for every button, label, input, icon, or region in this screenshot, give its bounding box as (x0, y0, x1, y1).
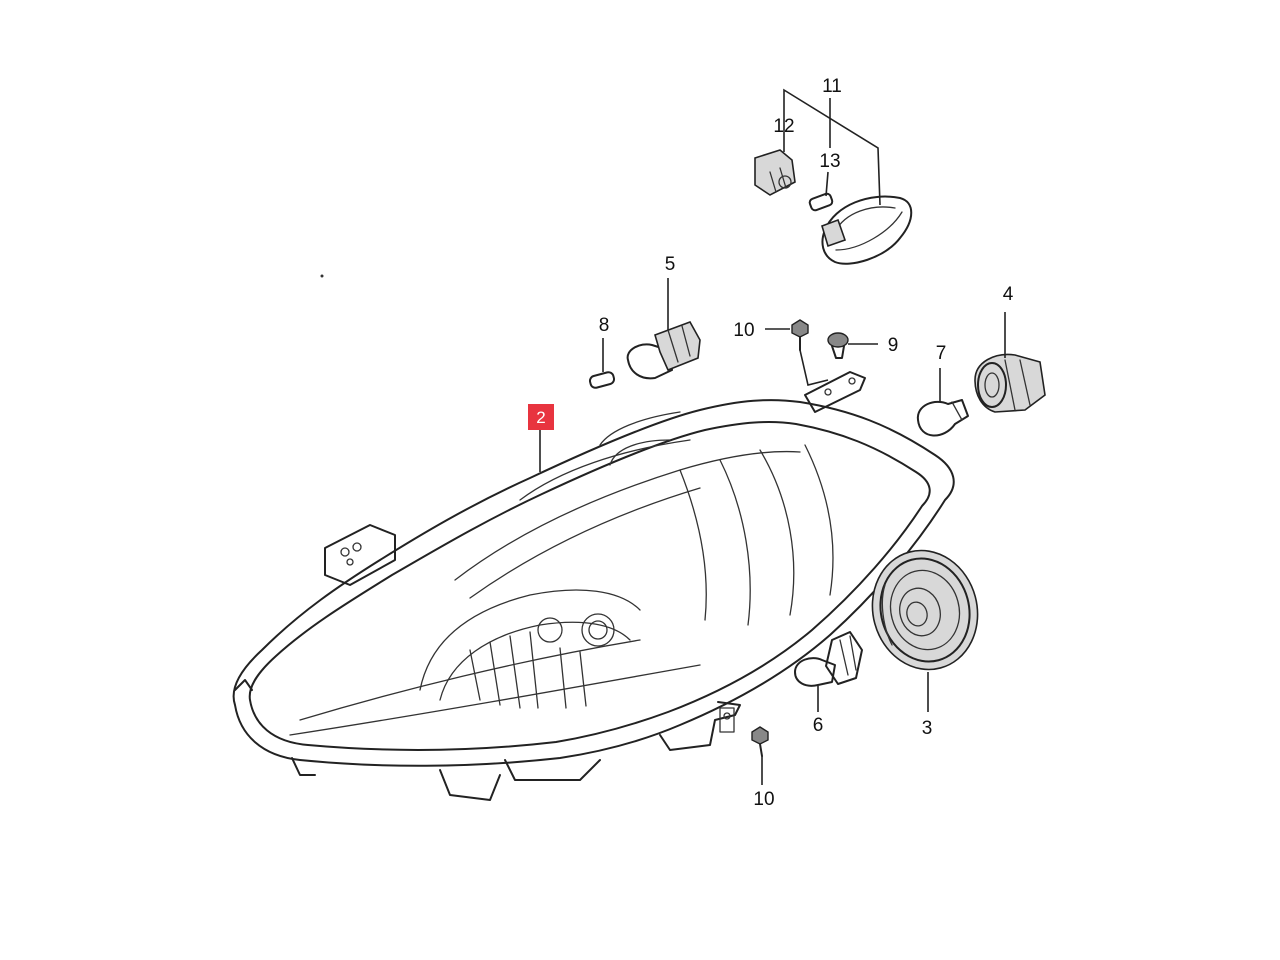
highlight-badge-part-2[interactable] (528, 404, 554, 430)
bulb-cover[interactable] (859, 539, 991, 682)
label-part-10-upper[interactable]: 10 (733, 320, 754, 341)
label-part-8[interactable]: 8 (599, 315, 610, 336)
indicator-bulb[interactable] (916, 399, 969, 437)
small-wedge-bulb[interactable] (588, 371, 616, 389)
label-part-10-lower[interactable]: 10 (753, 789, 774, 810)
label-part-2[interactable]: 2 (536, 408, 545, 427)
clip[interactable] (827, 332, 849, 359)
screw-lower[interactable] (751, 726, 769, 757)
label-part-13[interactable]: 13 (819, 151, 840, 172)
headlamp-bulb[interactable] (794, 631, 863, 687)
label-part-4[interactable]: 4 (1003, 284, 1014, 305)
headlamp-assembly[interactable] (232, 371, 955, 801)
label-part-5[interactable]: 5 (665, 254, 676, 275)
label-part-11[interactable]: 11 (822, 76, 842, 97)
label-part-9[interactable]: 9 (888, 335, 899, 356)
side-marker-lamp[interactable] (821, 195, 913, 265)
label-part-6[interactable]: 6 (813, 715, 824, 736)
position-lamp-socket[interactable] (626, 321, 701, 380)
bulb-socket[interactable] (974, 353, 1046, 413)
screw-upper[interactable] (791, 319, 809, 351)
side-marker-socket[interactable] (754, 149, 796, 196)
label-part-3[interactable]: 3 (922, 718, 933, 739)
side-marker-bulb[interactable] (808, 192, 834, 212)
label-part-7[interactable]: 7 (936, 343, 947, 364)
label-part-12[interactable]: 12 (773, 116, 794, 137)
